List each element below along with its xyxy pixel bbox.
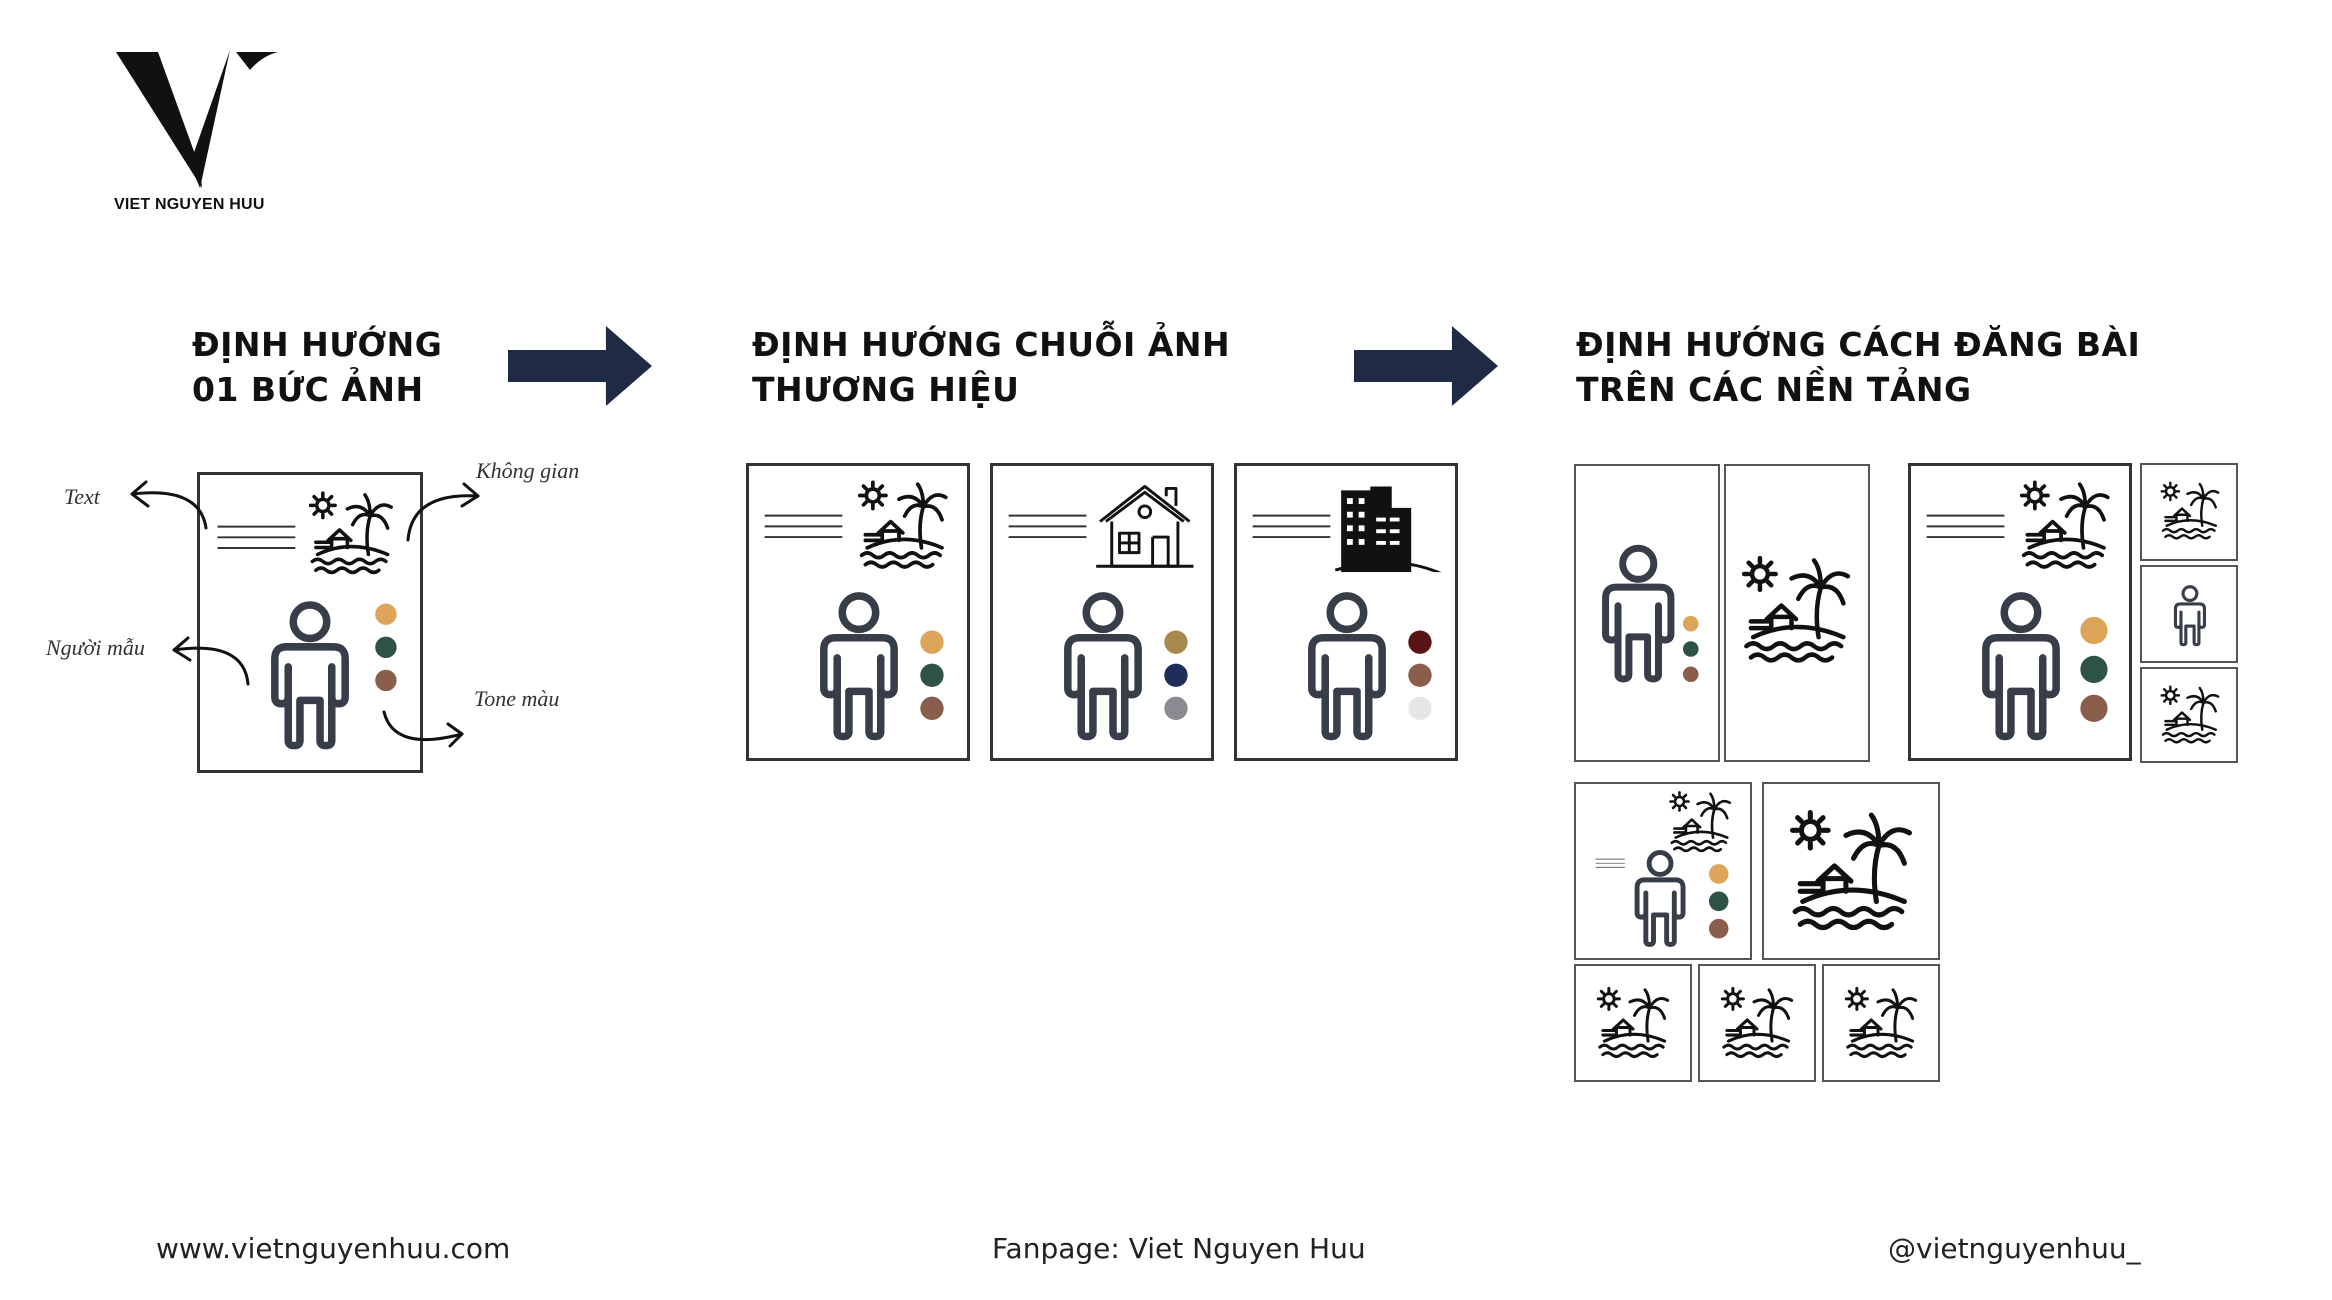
step-heading-2: ĐỊNH HƯỚNG CHUỖI ẢNH THƯƠNG HIỆU <box>752 322 1230 412</box>
palm-island-icon <box>2160 685 2220 744</box>
color-dot-icon <box>2080 616 2108 645</box>
color-dot-icon <box>375 669 397 692</box>
palm-island-icon <box>857 480 948 569</box>
palm-island-icon <box>1744 558 1848 660</box>
step-1-line-1: ĐỊNH HƯỚNG <box>192 325 443 364</box>
footer-fanpage[interactable]: Fanpage: Viet Nguyen Huu <box>992 1232 1366 1265</box>
color-dot-icon <box>920 663 944 687</box>
color-dot-icon <box>375 636 397 659</box>
color-dot-icon <box>1408 663 1432 687</box>
building-icon <box>1334 484 1444 573</box>
step-3-line-2: TRÊN CÁC NỀN TẢNG <box>1576 370 1972 409</box>
color-dot-icon <box>1164 663 1188 687</box>
grid-frame-small-2 <box>1698 964 1816 1082</box>
palm-island-icon <box>1669 791 1732 853</box>
color-dot-icon <box>920 630 944 654</box>
color-dot-icon <box>920 696 944 721</box>
color-dot-icon <box>2080 694 2108 722</box>
color-dot-icon <box>375 603 397 625</box>
person-icon <box>824 596 894 737</box>
arrow-right-icon <box>508 326 652 406</box>
grid-frame-island-large <box>1762 782 1940 960</box>
text-lines-icon <box>217 525 296 550</box>
palm-island-icon <box>1844 986 1918 1059</box>
color-dot-icon <box>1708 918 1729 939</box>
person-icon <box>1637 853 1683 945</box>
person-icon <box>1986 596 2056 737</box>
annotation-model: Người mẫu <box>46 635 145 660</box>
annotation-text: Text <box>64 484 100 509</box>
series-frame-house <box>990 463 1214 761</box>
color-dot-icon <box>1682 615 1699 632</box>
color-dot-icon <box>1408 630 1432 654</box>
palm-island-icon <box>1793 813 1910 928</box>
person-icon <box>275 605 345 746</box>
step-1-line-2: 01 BỨC ẢNH <box>192 370 424 409</box>
palm-island-icon <box>2160 481 2220 540</box>
story-frame-person <box>2140 565 2238 663</box>
step-3-line-1: ĐỊNH HƯỚNG CÁCH ĐĂNG BÀI <box>1576 325 2141 364</box>
feed-post-frame <box>1908 463 2132 761</box>
carousel-frame-person <box>1574 464 1720 762</box>
footer-website[interactable]: www.vietnguyenhuu.com <box>156 1232 511 1265</box>
brand-name: VIET NGUYEN HUU <box>114 196 265 213</box>
grid-frame-small-3 <box>1822 964 1940 1082</box>
color-dot-icon <box>1682 666 1699 683</box>
arrow-right-icon <box>1354 326 1498 406</box>
step-heading-3: ĐỊNH HƯỚNG CÁCH ĐĂNG BÀI TRÊN CÁC NỀN TẢ… <box>1576 322 2140 412</box>
color-dot-icon <box>1682 641 1699 657</box>
annotation-space: Không gian <box>476 458 580 483</box>
palm-island-icon <box>1596 986 1670 1059</box>
annotation-tone: Tone màu <box>474 686 560 711</box>
color-dot-icon <box>1708 891 1729 912</box>
person-icon <box>2173 584 2207 647</box>
person-icon <box>1312 596 1382 737</box>
grid-frame-person <box>1574 782 1752 960</box>
color-dot-icon <box>1408 696 1432 721</box>
color-dot-icon <box>2080 655 2108 684</box>
palm-island-icon <box>308 491 393 575</box>
story-frame-island-bottom <box>2140 667 2238 763</box>
color-dot-icon <box>1164 630 1188 654</box>
grid-frame-small-1 <box>1574 964 1692 1082</box>
footer-handle[interactable]: @vietnguyenhuu_ <box>1888 1232 2141 1265</box>
person-icon <box>1068 596 1138 737</box>
step-2-line-1: ĐỊNH HƯỚNG CHUỖI ẢNH <box>752 325 1231 364</box>
palm-island-icon <box>2019 480 2110 569</box>
palm-island-icon <box>1720 986 1794 1059</box>
carousel-frame-island <box>1724 464 1870 762</box>
house-icon <box>1094 484 1196 568</box>
step-heading-1: ĐỊNH HƯỚNG 01 BỨC ẢNH <box>192 322 442 412</box>
story-frame-island-top <box>2140 463 2238 561</box>
logo-mark <box>116 50 278 188</box>
step-2-line-2: THƯƠNG HIỆU <box>752 370 1020 409</box>
single-photo-frame <box>197 472 423 773</box>
color-dot-icon <box>1708 864 1729 884</box>
series-frame-building <box>1234 463 1458 761</box>
series-frame-island <box>746 463 970 761</box>
color-dot-icon <box>1164 696 1188 721</box>
person-icon <box>1606 548 1671 679</box>
